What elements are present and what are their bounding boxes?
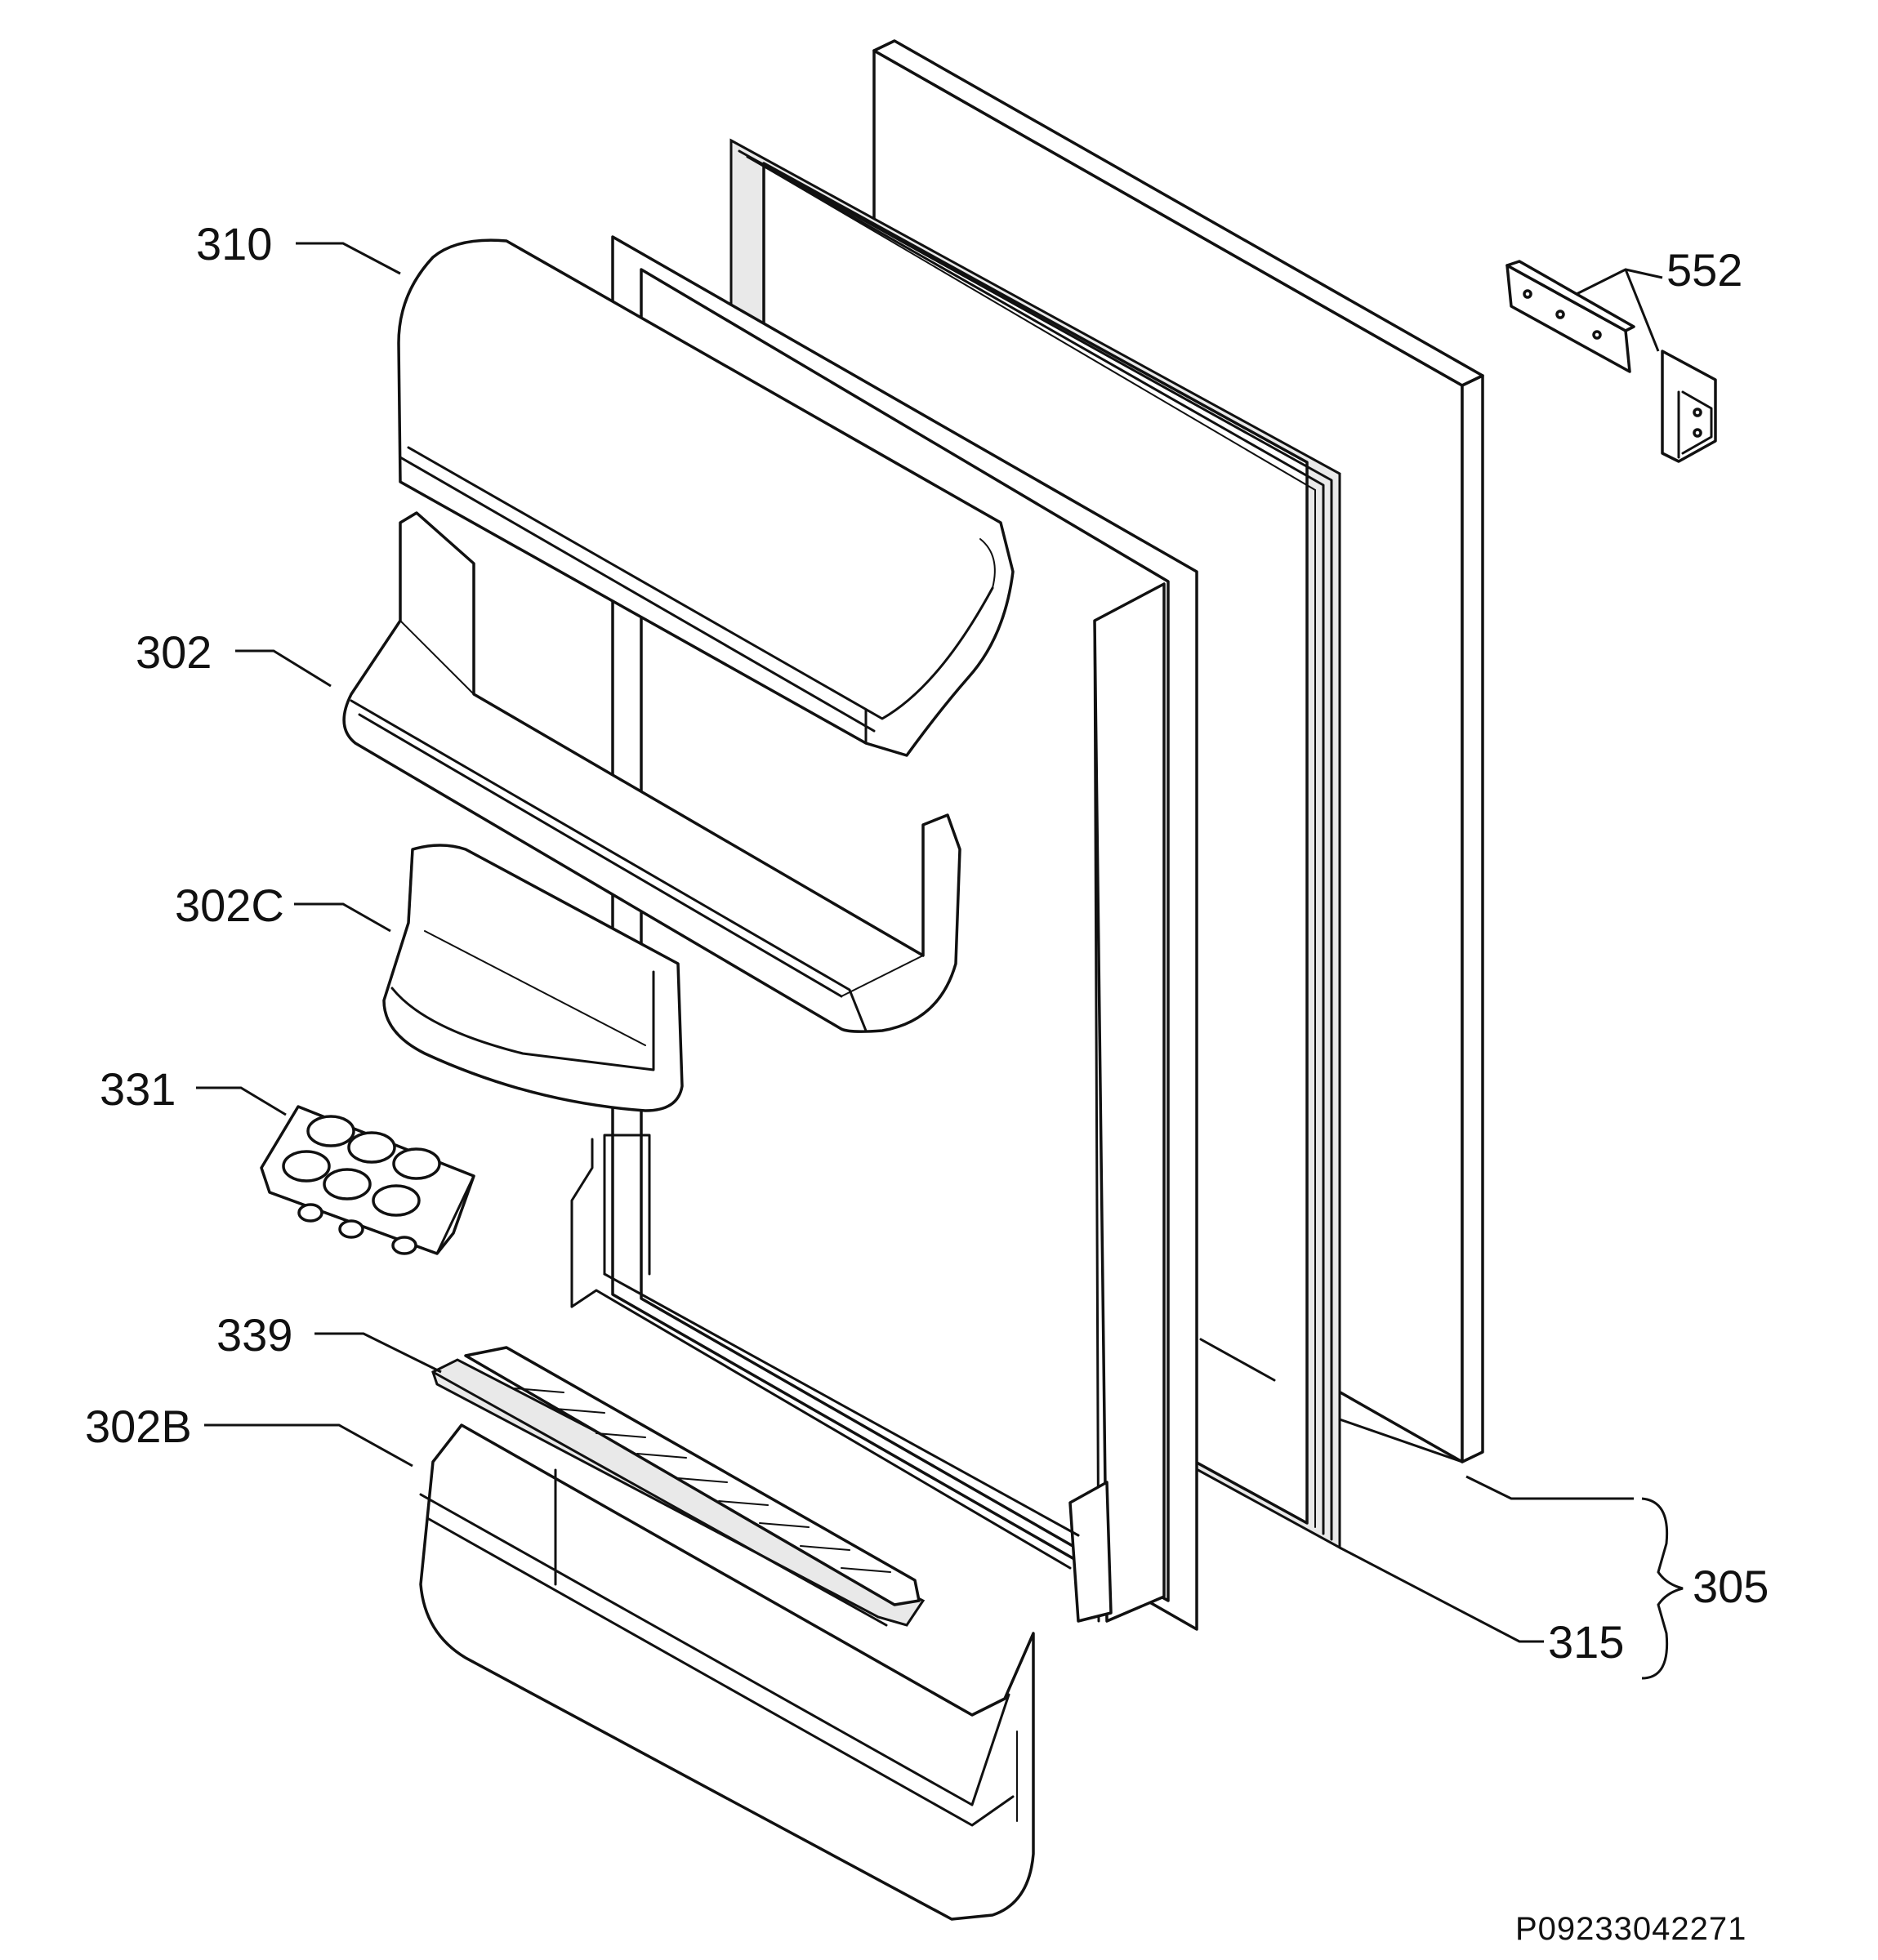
leader-315 [1339,1546,1544,1643]
drawing-code: P09233042271 [1515,1911,1746,1947]
leader-302b [204,1423,413,1468]
part-339-bottle-retainer [431,1346,926,1627]
part-labels: 310 302 302C 331 339 302B 552 305 315 P0… [85,218,1769,1947]
part-310-dairy-cover [397,238,1015,757]
leader-552-b [1624,269,1660,352]
label-315: 315 [1548,1616,1624,1668]
part-552-hinge-brackets [1506,260,1717,463]
leader-310 [296,242,401,275]
leader-302c [294,902,391,933]
leader-305 [1465,1475,1634,1500]
part-302-door-shelf [342,511,961,1033]
leader-339 [314,1332,442,1374]
part-302b-bottle-shelf [419,1423,1035,1921]
leader-lines [196,242,1684,1680]
label-302c: 302C [175,880,284,931]
label-305: 305 [1693,1561,1769,1612]
brace-305 [1641,1497,1684,1680]
label-552: 552 [1666,244,1742,296]
label-302b: 302B [85,1401,192,1452]
part-302c-small-bin [382,844,684,1112]
label-310: 310 [196,218,272,270]
leader-302 [235,649,332,688]
leader-331 [196,1086,287,1116]
label-331: 331 [100,1063,176,1115]
part-331-egg-tray [260,1105,475,1255]
label-339: 339 [216,1309,292,1361]
label-302: 302 [136,626,212,678]
leader-552-a [1576,268,1663,296]
